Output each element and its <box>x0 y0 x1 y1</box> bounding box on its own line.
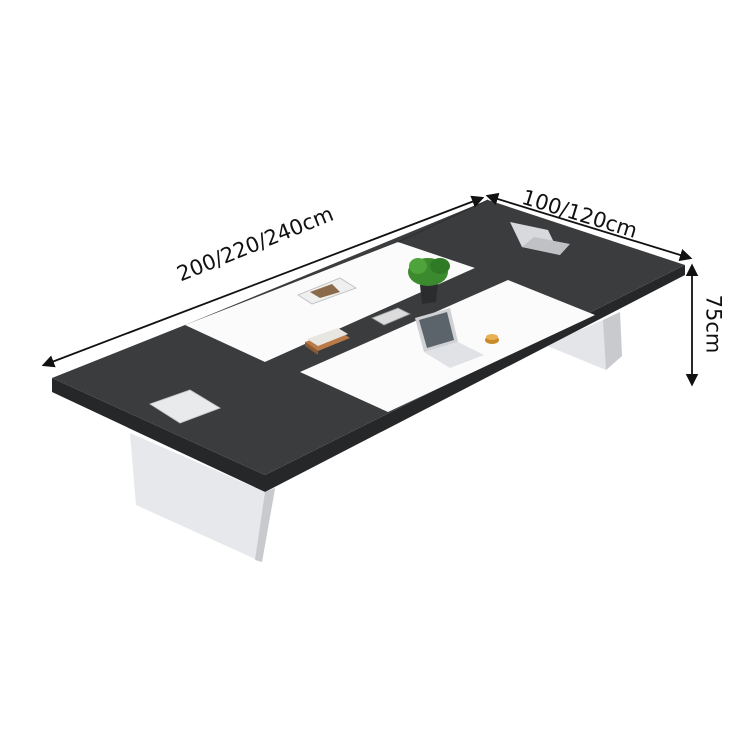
table-leg-right <box>545 312 622 370</box>
dimension-line-width <box>485 192 693 262</box>
laptop-closed <box>149 389 221 424</box>
dimension-line-length <box>41 195 485 368</box>
table-leg-left <box>130 433 275 562</box>
coffee-cup <box>485 334 499 344</box>
height-dimension-label: 75cm <box>701 294 726 354</box>
